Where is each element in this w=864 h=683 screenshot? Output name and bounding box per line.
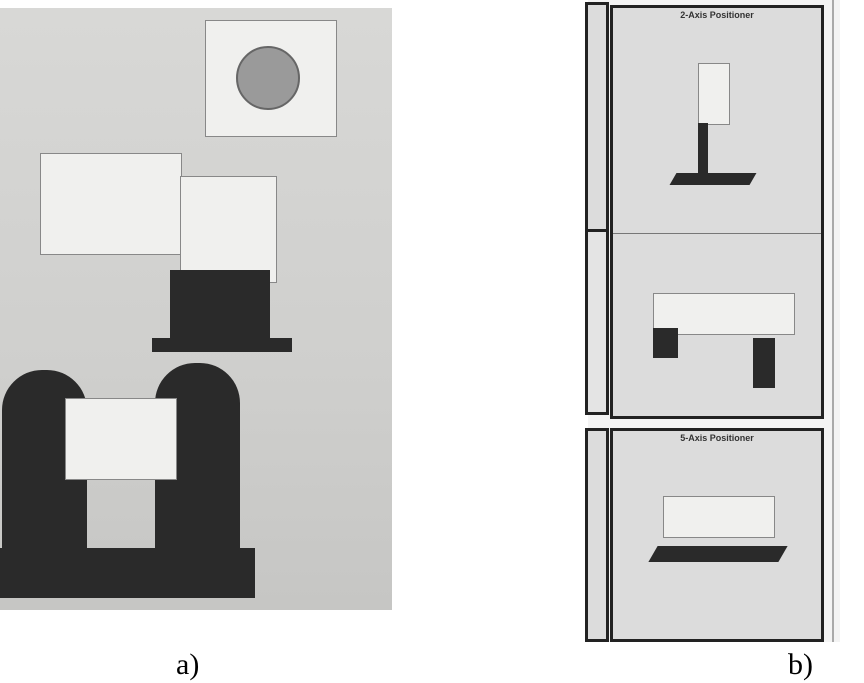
panel-2-axis: 2-Axis Positioner xyxy=(610,5,824,419)
panel-title: 2-Axis Positioner xyxy=(680,10,754,20)
base-frame xyxy=(0,548,255,598)
caption-a: a) xyxy=(176,648,200,681)
panel-5-axis: 5-Axis Positioner xyxy=(610,428,824,642)
partial-panel-top xyxy=(585,2,609,232)
partial-panel-bottom xyxy=(585,428,609,642)
pedestal xyxy=(170,270,270,342)
rotary-unit xyxy=(205,20,337,137)
tilt-unit xyxy=(40,153,182,255)
trunnion-table xyxy=(65,398,177,480)
pedestal-base xyxy=(152,338,292,352)
positioner-catalog: 2-Axis Positioner 5-Axis Positioner xyxy=(585,0,840,642)
tilt-motor xyxy=(180,176,277,283)
panel-title: 5-Axis Positioner xyxy=(680,433,754,443)
partial-panel-middle xyxy=(585,232,609,415)
positioner-photo xyxy=(0,8,392,610)
caption-b: b) xyxy=(788,648,813,681)
